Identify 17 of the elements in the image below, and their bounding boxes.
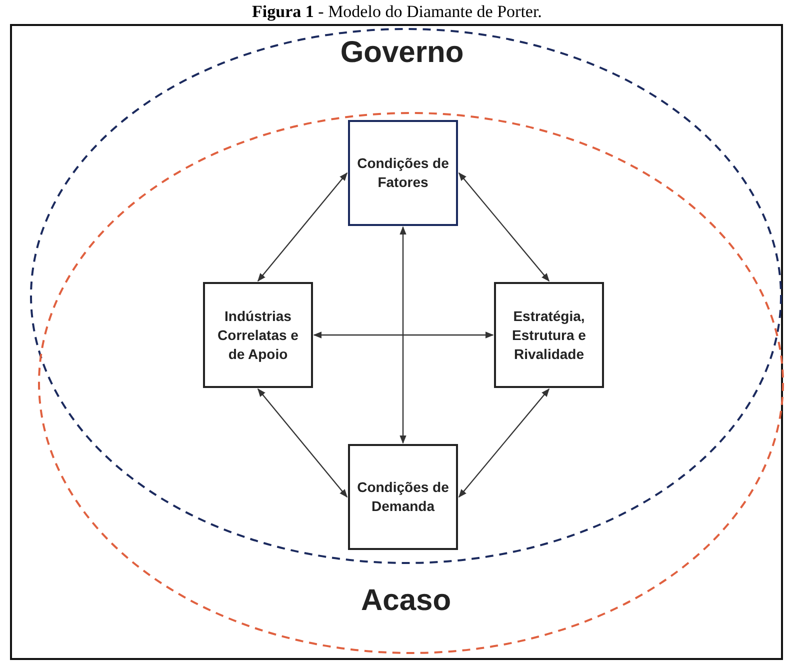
- arrow: [458, 388, 550, 498]
- arrow: [257, 172, 348, 282]
- arrow: [458, 172, 550, 282]
- factor-box: [203, 282, 313, 388]
- arrow: [313, 332, 494, 338]
- arrow: [257, 388, 348, 498]
- box-label: Estratégia, Estrutura e Rivalidade: [511, 306, 587, 364]
- region-label: Governo: [340, 36, 464, 70]
- box-label: Indústrias Correlatas e de Apoio: [216, 306, 300, 364]
- factor-box: [494, 282, 604, 388]
- box-label: Condições de Demanda: [356, 478, 450, 516]
- region-label: Acaso: [360, 584, 452, 618]
- figure-title: Figura 1 - Modelo do Diamante de Porter.: [251, 2, 543, 22]
- factor-box: [348, 444, 458, 550]
- box-label: Condições de Fatores: [356, 154, 450, 192]
- arrow: [400, 226, 406, 444]
- factor-box: [348, 120, 458, 226]
